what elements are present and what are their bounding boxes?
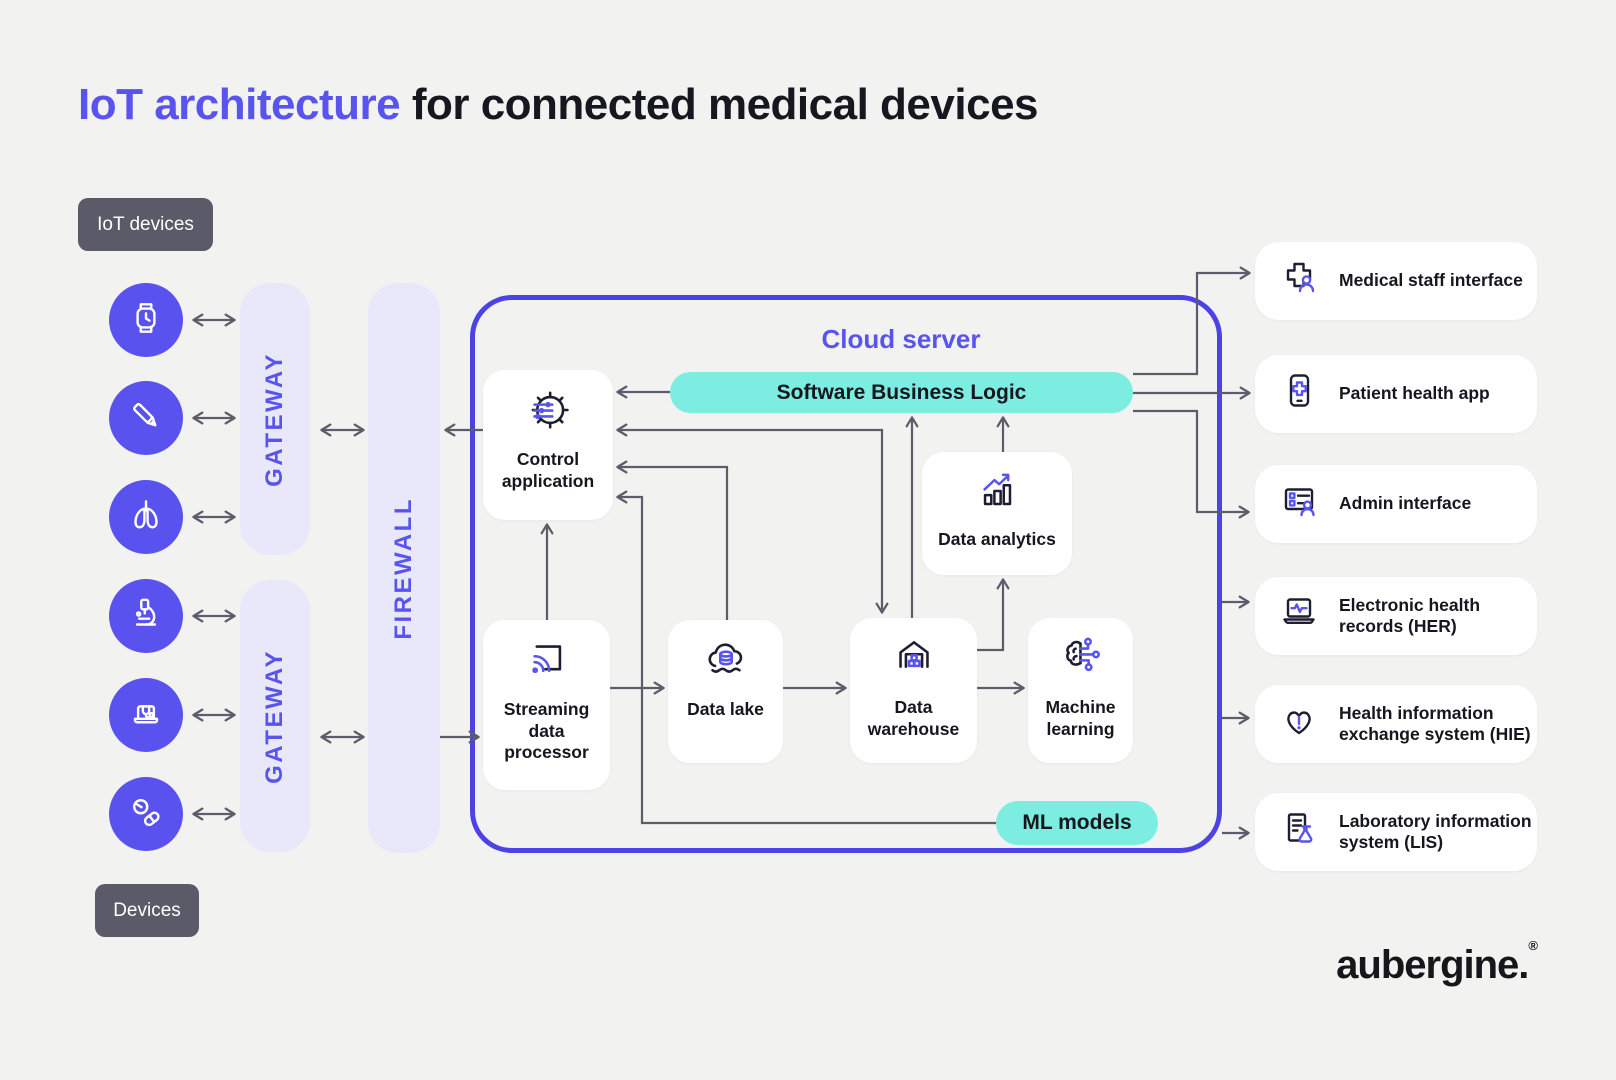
- output-electronic-health-records: Electronic health records (HER): [1255, 577, 1537, 655]
- medical-pen-icon: [125, 395, 167, 442]
- node-streaming-data-processor: Streaming data processor: [483, 620, 610, 790]
- arrow-to-medical-staff-interface: [1133, 266, 1251, 376]
- warehouse-icon: [886, 630, 942, 691]
- node-data-lake: Data lake: [668, 620, 783, 763]
- output-label: Laboratory information system (LIS): [1339, 810, 1532, 852]
- device-microscope: [109, 579, 183, 653]
- arrow-ml-models-to-control: [616, 490, 996, 825]
- registered-mark: ®: [1528, 938, 1538, 953]
- smartwatch-icon: [125, 297, 167, 344]
- output-medical-staff-interface: Medical staff interface: [1255, 242, 1537, 320]
- node-label: Data analytics: [938, 529, 1056, 549]
- output-label: Medical staff interface: [1339, 270, 1523, 291]
- node-machine-learning: Machine learning: [1028, 618, 1133, 763]
- lungs-icon: [125, 494, 167, 541]
- telemedicine-laptop-icon: [125, 692, 167, 739]
- device-medical-pen: [109, 381, 183, 455]
- microscope-icon: [125, 593, 167, 640]
- gateway-top: GATEWAY: [240, 283, 310, 555]
- aubergine-logo: aubergine.®: [1336, 938, 1538, 988]
- node-label: Streaming data processor: [503, 699, 590, 763]
- device-smartwatch: [109, 283, 183, 357]
- output-admin-interface: Admin interface: [1255, 465, 1537, 543]
- device-pills: [109, 777, 183, 851]
- brain-circuit-icon: [1053, 630, 1109, 691]
- firewall: FIREWALL: [368, 283, 440, 853]
- bar-chart-trend-icon: [970, 464, 1024, 523]
- iot-devices-badge: IoT devices: [78, 198, 213, 251]
- arrow-warehouse-to-analytics: [977, 578, 1010, 652]
- arrow-data-lake-to-control: [616, 460, 729, 620]
- node-control-application: Control application: [483, 370, 613, 520]
- output-label: Admin interface: [1339, 493, 1472, 514]
- aubergine-logo-text: aubergine.: [1336, 943, 1529, 987]
- software-business-logic-pill: Software Business Logic: [670, 372, 1133, 413]
- node-label: Data warehouse: [867, 697, 960, 739]
- cloud-server-boundary: [470, 295, 1222, 853]
- medical-cross-user-icon: [1273, 253, 1325, 310]
- lab-report-icon: [1273, 804, 1325, 861]
- output-label: Electronic health records (HER): [1339, 594, 1481, 636]
- output-laboratory-information-system: Laboratory information system (LIS): [1255, 793, 1537, 871]
- node-data-analytics: Data analytics: [922, 452, 1072, 575]
- arrow-to-admin-interface: [1133, 409, 1250, 519]
- pills-icon: [125, 791, 167, 838]
- laptop-ecg-icon: [1273, 588, 1325, 645]
- cloud-database-icon: [698, 632, 754, 693]
- devices-badge: Devices: [95, 884, 199, 937]
- cloud-server-title: Cloud server: [821, 324, 981, 354]
- output-health-information-exchange: Health information exchange system (HIE): [1255, 685, 1537, 763]
- page-title: IoT architecture for connected medical d…: [78, 80, 1039, 130]
- device-lungs: [109, 480, 183, 554]
- device-telemedicine-laptop: [109, 678, 183, 752]
- gateway-bottom: GATEWAY: [240, 580, 310, 852]
- output-label: Health information exchange system (HIE): [1339, 702, 1531, 744]
- arrow-control-warehouse-link: [616, 423, 889, 614]
- cast-stream-icon: [519, 632, 575, 693]
- output-label: Patient health app: [1339, 383, 1490, 404]
- output-patient-health-app: Patient health app: [1255, 355, 1537, 433]
- node-label: Data lake: [687, 699, 764, 719]
- page-title-rest: for connected medical devices: [400, 80, 1039, 129]
- node-label: Machine learning: [1045, 697, 1116, 739]
- heart-alert-icon: [1273, 696, 1325, 753]
- node-label: Control application: [501, 449, 595, 491]
- node-data-warehouse: Data warehouse: [850, 618, 977, 763]
- ml-models-pill: ML models: [996, 801, 1158, 845]
- page-title-highlight: IoT architecture: [78, 80, 401, 129]
- gear-sliders-icon: [520, 382, 576, 443]
- id-card-user-icon: [1273, 476, 1325, 533]
- phone-health-icon: [1273, 366, 1325, 423]
